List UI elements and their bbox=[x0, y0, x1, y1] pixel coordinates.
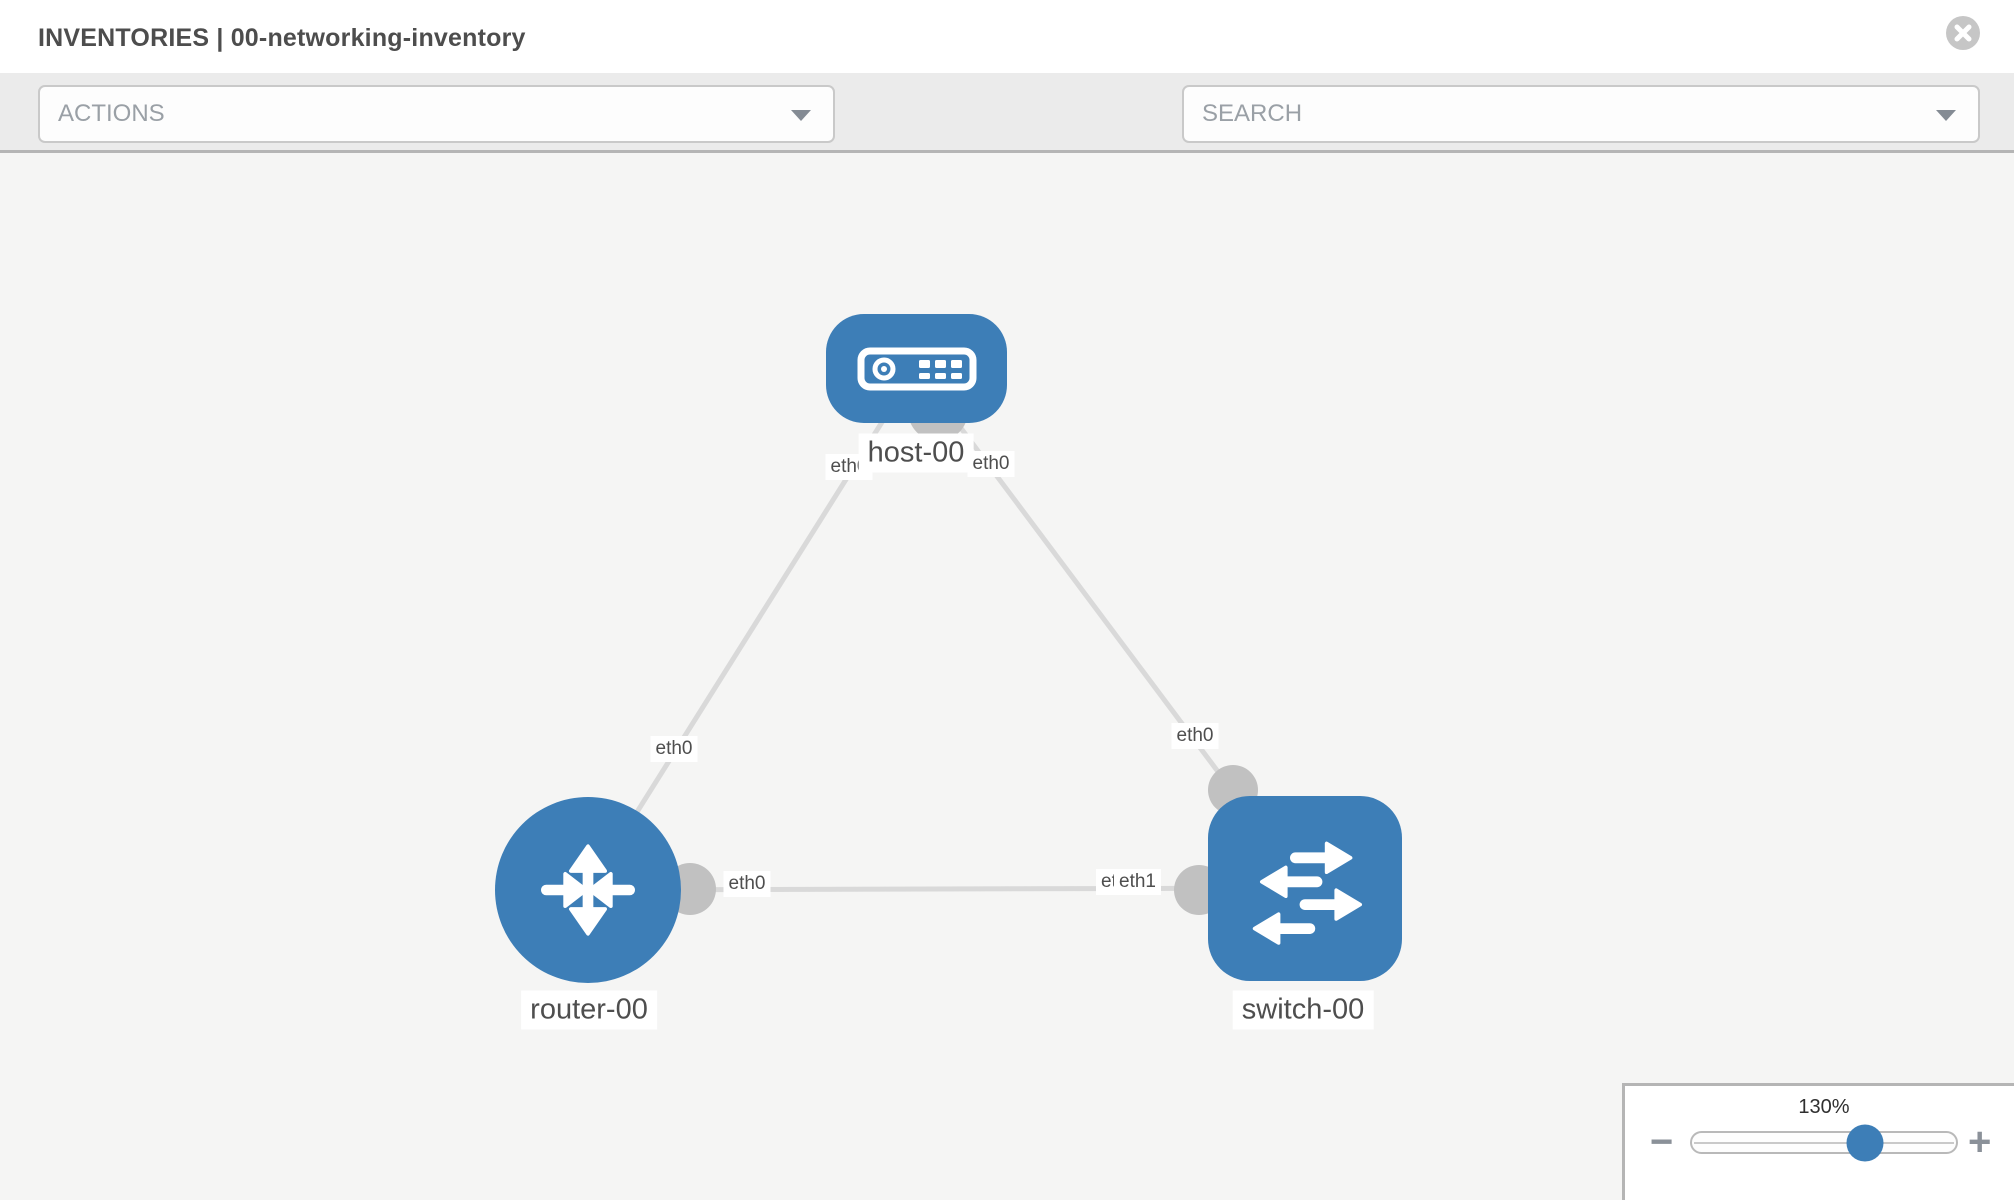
node-switch-00[interactable] bbox=[1208, 796, 1402, 981]
search-placeholder: SEARCH bbox=[1202, 100, 1303, 127]
node-host-00[interactable] bbox=[826, 314, 1007, 423]
caret-down-icon bbox=[791, 110, 811, 121]
interface-label-host-eth0-right: eth0 bbox=[967, 451, 1015, 477]
search-dropdown[interactable]: SEARCH bbox=[1182, 85, 1980, 143]
actions-dropdown[interactable]: ACTIONS bbox=[38, 85, 835, 143]
actions-dropdown-label: ACTIONS bbox=[58, 100, 165, 127]
node-label-router-00: router-00 bbox=[521, 990, 657, 1030]
zoom-slider-thumb[interactable] bbox=[1846, 1124, 1884, 1161]
zoom-control-panel: 130% − + bbox=[1622, 1083, 2014, 1200]
links-layer bbox=[585, 366, 1308, 915]
zoom-in-button[interactable]: + bbox=[1968, 1120, 1992, 1164]
node-router-00[interactable] bbox=[495, 797, 681, 983]
zoom-percent-label: 130% bbox=[1798, 1096, 1850, 1118]
toolbar: ACTIONS SEARCH bbox=[0, 73, 2014, 208]
page-title: INVENTORIES | 00-networking-inventory bbox=[38, 24, 526, 52]
node-label-host-00: host-00 bbox=[858, 433, 974, 473]
interface-label-switch-eth1-front: eth1 bbox=[1114, 869, 1161, 895]
interface-label-host-router-eth0: eth0 bbox=[650, 736, 698, 762]
zoom-out-button[interactable]: − bbox=[1650, 1120, 1674, 1164]
zoom-slider[interactable] bbox=[1690, 1124, 1958, 1161]
close-button[interactable] bbox=[1946, 16, 1980, 50]
header: INVENTORIES | 00-networking-inventory bbox=[0, 0, 2014, 73]
interface-label-router-eth0: eth0 bbox=[723, 871, 771, 897]
zoom-slider-rail bbox=[1694, 1141, 1954, 1144]
interface-label-switch-eth0-top: eth0 bbox=[1171, 723, 1219, 749]
node-label-switch-00: switch-00 bbox=[1232, 990, 1374, 1030]
caret-down-icon bbox=[1936, 110, 1956, 121]
topology-canvas[interactable]: eth0 host-00 eth0 eth0 eth0 eth0 eth0 et… bbox=[0, 153, 2014, 1200]
